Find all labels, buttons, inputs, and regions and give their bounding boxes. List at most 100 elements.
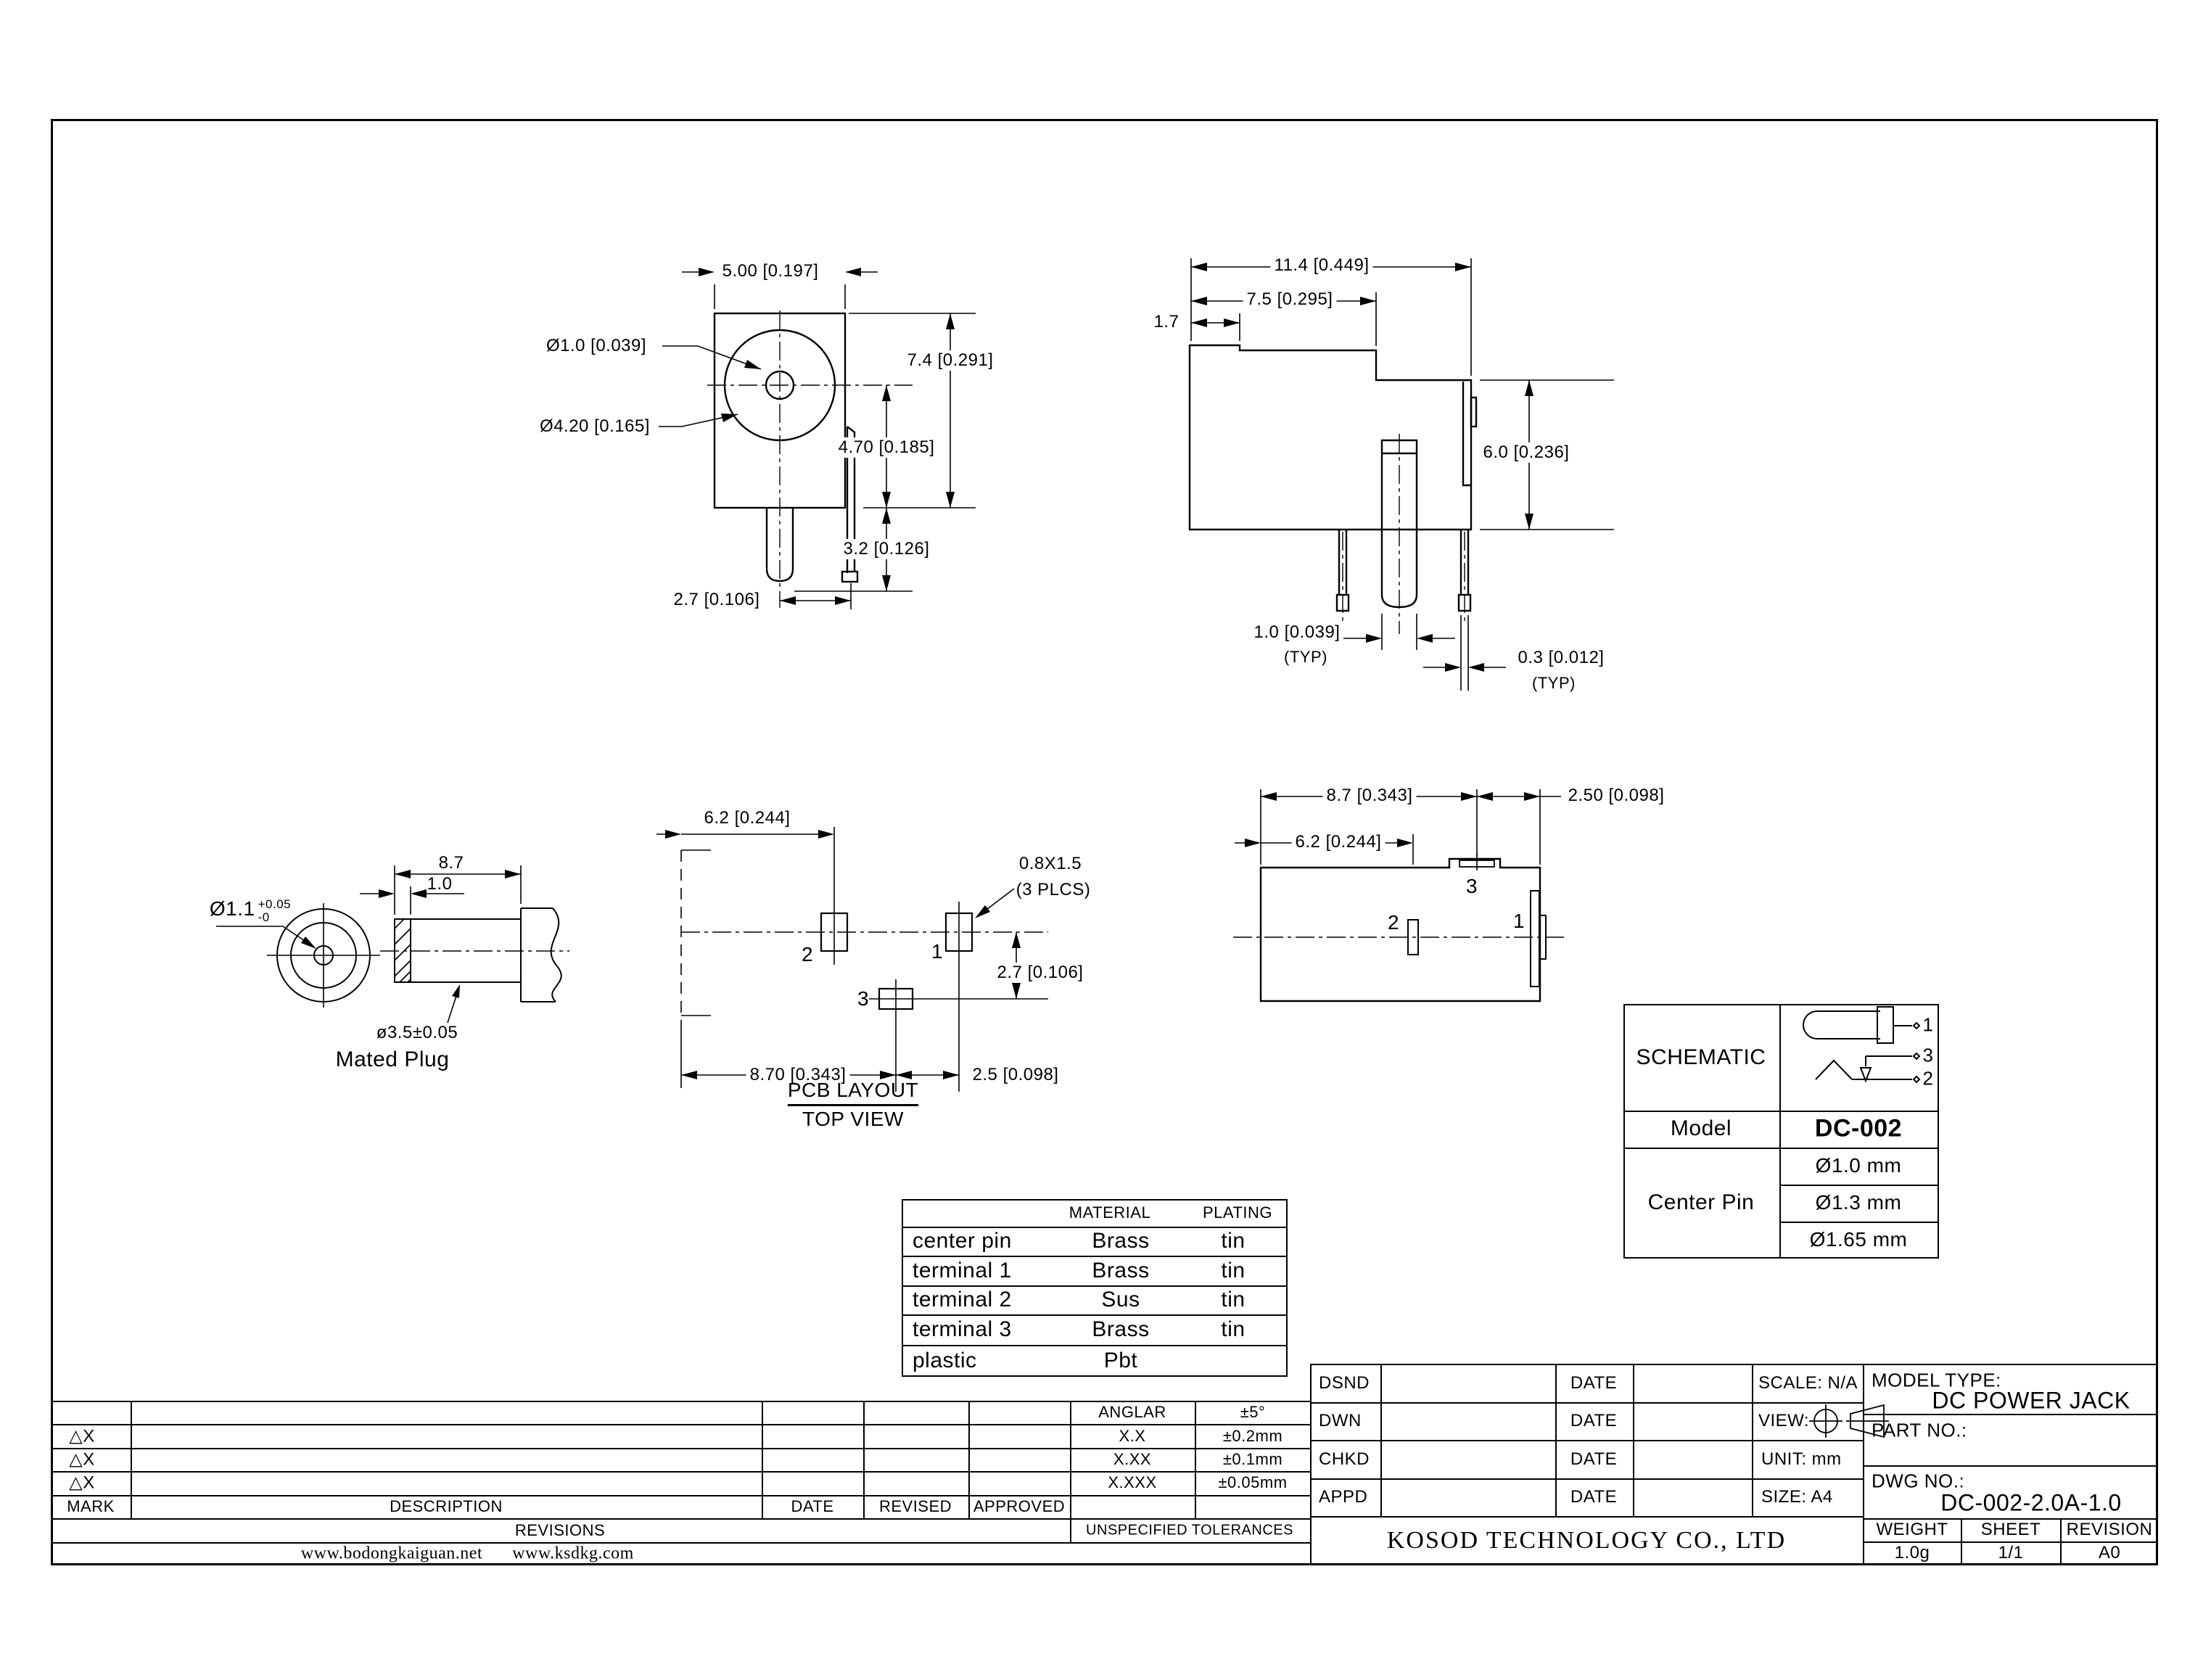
material-table [902,1199,1288,1377]
scale-field: SCALE: N/A [1758,1373,1858,1393]
description-col-header: DESCRIPTION [390,1497,503,1515]
tolerance-value: ±0.05mm [1218,1473,1288,1491]
dim-side-pin-width: 1.0 [0.039] [1253,622,1341,642]
dim-front-center-height: 4.70 [0.185] [834,437,939,458]
table-line [131,1401,132,1518]
bottom-term2-label: 2 [1387,911,1400,934]
size-field: SIZE: A4 [1761,1487,1833,1507]
side-view-arrowheads [1191,263,1533,672]
model-type-label: MODEL TYPE: [1872,1369,2001,1391]
material-row-plating: tin [1221,1259,1246,1282]
dim-plug-barrel-dia: ø3.5±0.05 [376,1023,458,1042]
material-row-part: center pin [913,1229,1012,1253]
schematic-table [1623,1004,1939,1259]
table-line [1380,1364,1382,1516]
table-line [863,1401,865,1518]
dim-side-tab-thickness-note: (TYP) [1532,674,1576,692]
table-line [1310,1478,1863,1480]
dwg-no-label: DWG NO.: [1872,1470,1965,1492]
tolerance-value: ±0.2mm [1222,1427,1283,1445]
material-row-material: Brass [1092,1229,1150,1253]
table-line [1623,1148,1939,1149]
website-link-right: www.ksdkg.com [512,1544,634,1563]
approved-col-header: APPROVED [973,1497,1066,1515]
dim-pcb-pad3-x: 8.70 [0.343] [746,1065,850,1085]
tolerance-range: X.XXX [1108,1473,1157,1491]
front-view-dimlines [659,271,976,609]
table-line [762,1401,763,1518]
dim-pcb-pad-size: 0.8X1.5 [1018,854,1082,873]
website-link-left: www.bodongkaiguan.net [300,1544,483,1563]
side-view-geometry [1188,344,1478,612]
table-line [1623,1111,1939,1112]
dwg-no-value: DC-002-2.0A-1.0 [1940,1489,2122,1516]
table-line [1310,1516,1863,1518]
dim-side-height: 6.0 [0.236] [1479,442,1573,463]
table-line [1863,1414,2158,1415]
table-line [902,1285,1288,1287]
side-view-dimlines [1190,258,1614,691]
material-row-material: Brass [1092,1259,1150,1282]
sheet-value: 1/1 [1998,1543,2024,1562]
tol-plus: +0.05 [258,897,292,911]
bottom-term1-label: 1 [1512,910,1526,932]
tolerance-range: X.X [1119,1427,1146,1445]
date-label: DATE [1570,1487,1618,1507]
revision-delta-mark: △X [69,1426,95,1446]
revised-col-header: REVISED [878,1497,952,1515]
material-row-material: Pbt [1103,1348,1138,1372]
table-line [1961,1518,1962,1565]
dim-bottom-term3-x: 8.7 [0.343] [1322,786,1417,806]
schematic-terminal-1: 1 [1922,1013,1934,1036]
table-line [1752,1364,1753,1516]
material-row-plating: tin [1221,1317,1246,1341]
date-label: DATE [1570,1373,1618,1393]
revisions-label: REVISIONS [514,1521,606,1539]
table-line [902,1314,1288,1316]
dim-side-total-width: 11.4 [0.449] [1270,255,1373,276]
chkd-label: CHKD [1319,1449,1370,1469]
bottom-term3-label: 3 [1465,875,1478,897]
bottom-view-geometry [1259,857,1547,1002]
material-row-plating: tin [1221,1229,1246,1253]
dsnd-label: DSND [1319,1373,1370,1393]
table-line [902,1345,1288,1346]
table-line [1555,1364,1557,1516]
plating-col-header: PLATING [1202,1203,1273,1222]
tolerance-range: X.XX [1113,1450,1152,1468]
table-line [2060,1518,2062,1565]
part-no-label: PART NO.: [1872,1419,1967,1441]
pcb-pad2-label: 2 [801,943,814,965]
table-line [1070,1401,1071,1542]
table-line [1779,1004,1781,1259]
front-view-centerlines [707,310,913,608]
pcb-pad3-label: 3 [857,987,870,1010]
material-row-plating: tin [1221,1288,1246,1312]
tolerance-value: ±5° [1240,1403,1266,1421]
revision-delta-mark: △X [69,1473,95,1493]
dim-pcb-pad1-x: 2.5 [0.098] [968,1065,1063,1085]
table-line [51,1542,1310,1544]
table-line [1863,1541,2158,1543]
table-line [968,1401,970,1518]
dim-front-outer-dia: Ø4.20 [0.165] [540,416,650,436]
dim-side-pin-width-note: (TYP) [1284,648,1327,666]
appd-label: APPD [1319,1487,1368,1507]
table-line [1863,1364,1864,1565]
dwn-label: DWN [1319,1411,1362,1430]
tolerance-value: ±0.1mm [1222,1450,1283,1468]
dim-pcb-pad3-y: 2.7 [0.106] [993,963,1087,983]
dim-front-pin-pitch: 2.7 [0.106] [673,590,760,609]
date-label: DATE [1570,1449,1618,1469]
dim-front-pin-dia: Ø1.0 [0.039] [545,336,647,355]
pcb-pad1-label: 1 [931,940,944,963]
dim-front-total-height: 7.4 [0.291] [903,350,997,371]
table-line [902,1227,1288,1228]
weight-value: 1.0g [1894,1543,1930,1562]
dim-bottom-term2-x: 6.2 [0.244] [1291,832,1386,852]
dim-bottom-term1-x: 2.50 [0.098] [1564,786,1668,806]
model-label: Model [1670,1116,1732,1140]
material-row-part: plastic [913,1348,977,1372]
table-line [1863,1465,2158,1467]
